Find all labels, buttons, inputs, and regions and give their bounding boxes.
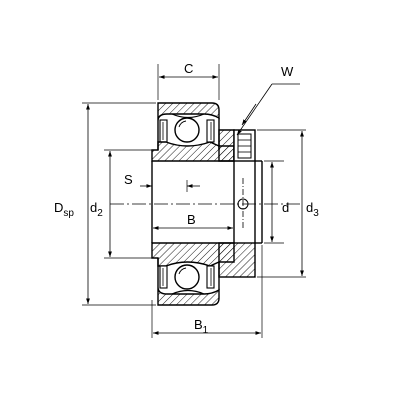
dimension-dsp: Dsp	[54, 102, 156, 306]
label-c: C	[184, 61, 193, 76]
label-dsp: Dsp	[54, 200, 74, 219]
seal-bottom	[159, 265, 215, 289]
label-d2: d2	[90, 200, 103, 219]
dimension-s: S	[124, 172, 200, 192]
ball-top	[174, 117, 200, 143]
dimension-b: B	[153, 212, 233, 230]
label-w: W	[281, 64, 294, 79]
bore-region	[151, 160, 263, 244]
dimension-d2: d2	[90, 149, 156, 259]
label-d3: d3	[306, 200, 319, 219]
locking-collar-bottom	[218, 242, 256, 278]
locking-collar-top	[218, 129, 256, 162]
label-s: S	[124, 172, 133, 187]
dimension-d3: d3	[257, 129, 319, 278]
outer-ring-bottom	[157, 258, 220, 306]
label-b1: B1	[194, 317, 209, 336]
dimension-d: d	[264, 160, 289, 244]
label-d: d	[282, 200, 289, 215]
label-b: B	[187, 212, 196, 227]
ball-bottom	[174, 264, 200, 290]
dimension-c: C	[157, 61, 220, 100]
dimension-w: W	[236, 64, 300, 136]
dimension-b1: B1	[151, 245, 263, 338]
